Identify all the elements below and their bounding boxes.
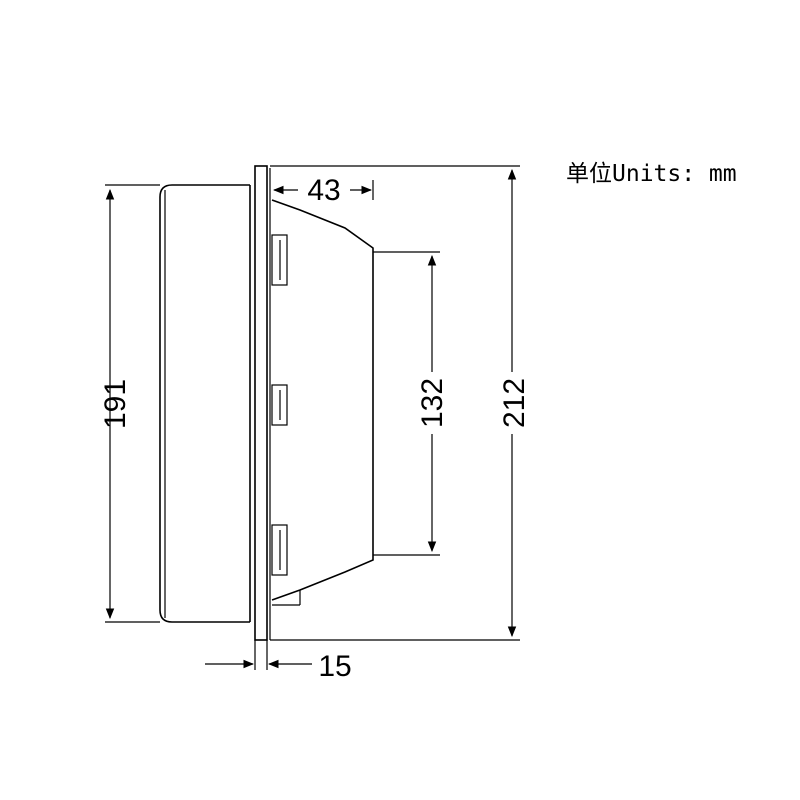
rear-housing xyxy=(159,184,250,623)
front-panel xyxy=(254,165,268,641)
mounting-clips xyxy=(271,234,288,576)
front-body xyxy=(271,199,374,601)
dim-label-132: 132 xyxy=(416,378,449,428)
dim-label-212: 212 xyxy=(498,378,531,428)
dim-label-43: 43 xyxy=(307,174,340,207)
units-note: 单位Units: mm xyxy=(566,161,737,187)
dim-label-15: 15 xyxy=(318,650,351,683)
dim-label-191: 191 xyxy=(99,379,132,429)
